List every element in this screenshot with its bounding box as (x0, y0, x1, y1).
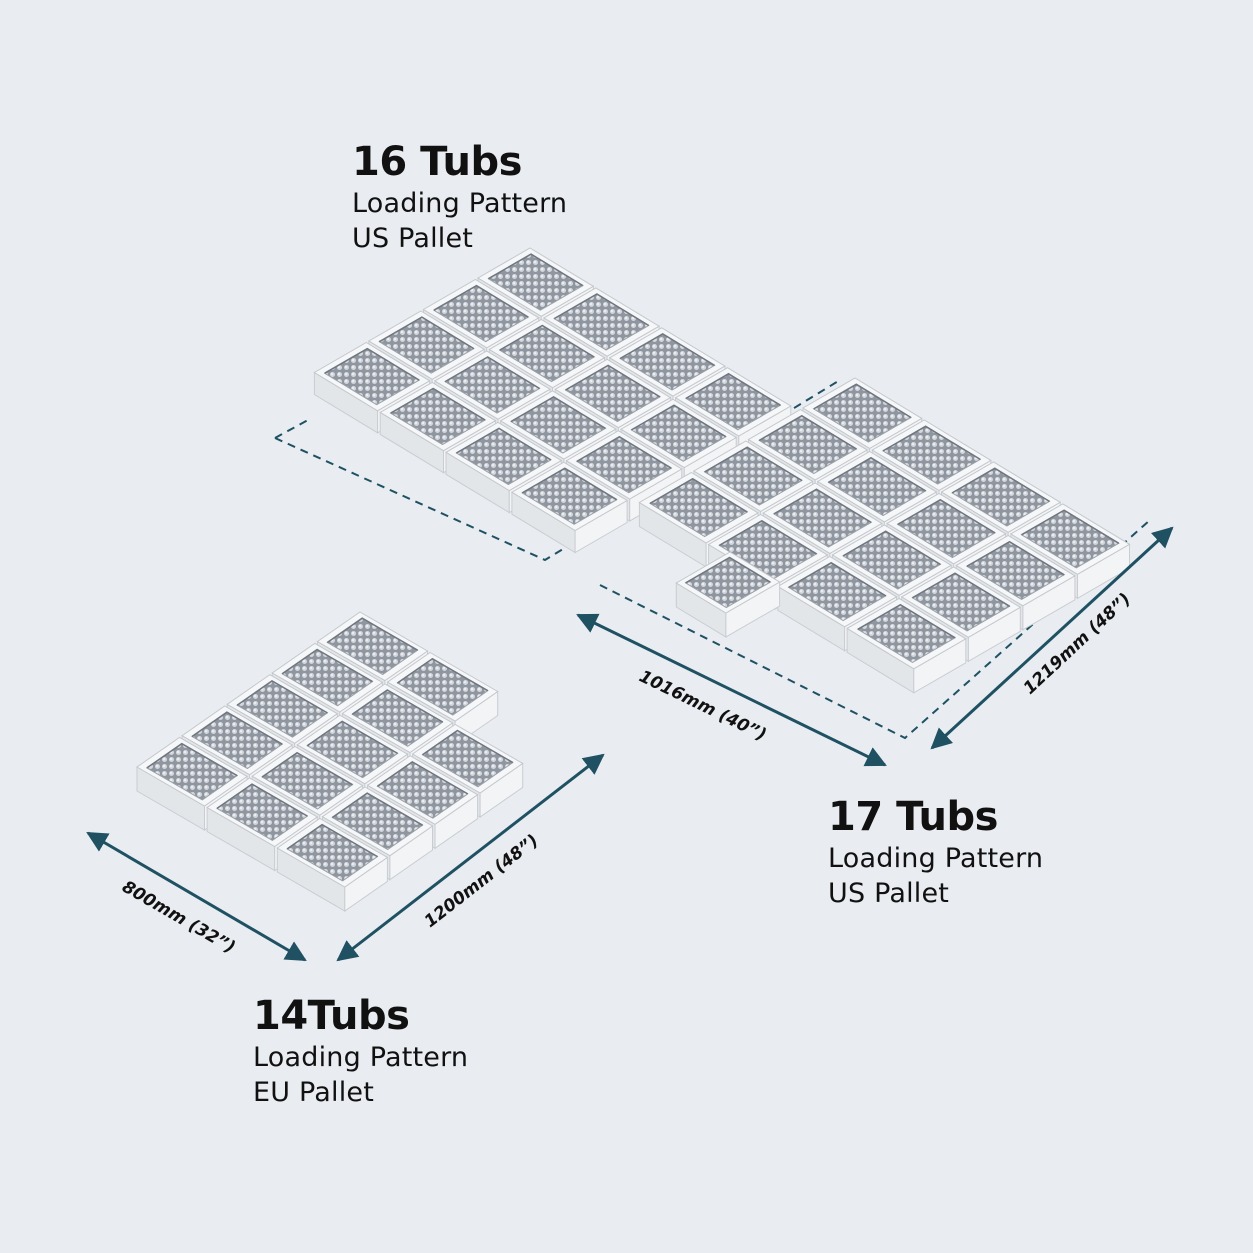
dimension-label-eu-14-width: 800mm (32”) (119, 877, 239, 958)
caption-subtitle: Loading Pattern (352, 188, 568, 219)
caption-pallet: US Pallet (828, 878, 950, 909)
tub (510, 461, 629, 554)
pallet-outline-us-16 (274, 379, 841, 562)
tubs-eu-14 (136, 611, 524, 912)
caption-us-16: 16 Tubs Loading Pattern US Pallet (352, 142, 567, 260)
caption-subtitle: Loading Pattern (253, 1042, 469, 1073)
caption-title: 14Tubs (253, 993, 410, 1039)
tubs-us-16 (313, 247, 792, 554)
caption-us-17: 17 Tubs Loading Pattern US Pallet (828, 797, 1043, 915)
caption-title: 17 Tubs (828, 794, 998, 840)
dimension-label-us-17-width: 1016mm (40”) (636, 667, 770, 746)
caption-pallet: US Pallet (352, 223, 474, 254)
caption-subtitle: Loading Pattern (828, 843, 1044, 874)
caption-eu-14: 14Tubs Loading Pattern EU Pallet (253, 996, 468, 1114)
caption-title: 16 Tubs (352, 139, 522, 185)
caption-pallet: EU Pallet (253, 1077, 375, 1108)
